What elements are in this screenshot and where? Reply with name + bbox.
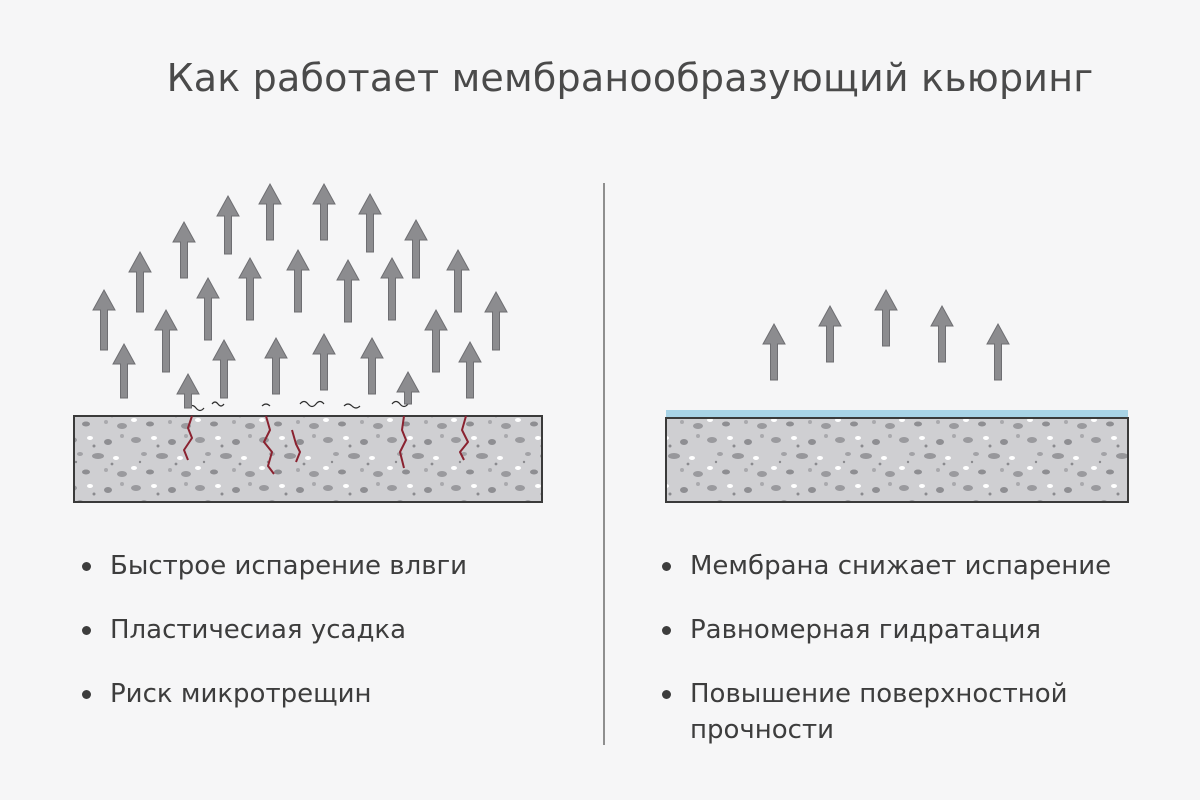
micro-cracks xyxy=(183,415,469,475)
up-arrow-icon xyxy=(92,288,116,351)
up-arrow-icon xyxy=(286,248,310,313)
list-item: Быстрое испарение влвги xyxy=(82,548,562,584)
bullet-dot xyxy=(662,626,671,635)
list-item: Мембрана снижает испарение xyxy=(662,548,1162,584)
bullet-dot xyxy=(662,562,671,571)
up-arrow-icon xyxy=(930,304,954,363)
bullet-dot xyxy=(82,626,91,635)
panel-divider xyxy=(603,183,605,745)
up-arrow-icon xyxy=(312,332,336,391)
up-arrow-icon xyxy=(484,290,508,351)
up-arrow-icon xyxy=(172,220,196,279)
list-item: Пластичесиая усадка xyxy=(82,612,562,648)
list-item: Равномерная гидратация xyxy=(662,612,1162,648)
bullet-dot xyxy=(82,690,91,699)
up-arrow-icon xyxy=(818,304,842,363)
up-arrow-icon xyxy=(196,276,220,341)
up-arrow-icon xyxy=(360,336,384,395)
up-arrow-icon xyxy=(264,336,288,395)
bullet-list-left: Быстрое испарение влвги Пластичесиая уса… xyxy=(82,548,562,740)
up-arrow-icon xyxy=(112,342,136,399)
up-arrow-icon xyxy=(216,194,240,255)
up-arrow-icon xyxy=(762,322,786,381)
up-arrow-icon xyxy=(986,322,1010,381)
up-arrow-icon xyxy=(154,308,178,373)
up-arrow-icon xyxy=(380,256,404,321)
up-arrow-icon xyxy=(404,218,428,279)
up-arrow-icon xyxy=(258,182,282,241)
up-arrow-icon xyxy=(238,256,262,321)
moisture-squiggles xyxy=(187,400,409,412)
up-arrow-icon xyxy=(874,288,898,347)
bullet-dot xyxy=(662,690,671,699)
up-arrow-icon xyxy=(446,248,470,313)
up-arrow-icon xyxy=(212,338,236,399)
bullet-list-right: Мембрана снижает испарение Равномерная г… xyxy=(662,548,1162,776)
up-arrow-icon xyxy=(458,340,482,399)
concrete-slab-right xyxy=(665,417,1129,503)
up-arrow-icon xyxy=(396,370,420,405)
up-arrow-icon xyxy=(312,182,336,241)
up-arrow-icon xyxy=(176,372,200,409)
list-item: Повышение поверхностной прочности xyxy=(662,676,1162,748)
page-title: Как работает мембранообразующий кьюринг xyxy=(166,56,1094,100)
up-arrow-icon xyxy=(358,192,382,253)
evaporation-arrows-right xyxy=(762,288,1010,381)
up-arrow-icon xyxy=(336,258,360,323)
bullet-dot xyxy=(82,562,91,571)
up-arrow-icon xyxy=(128,250,152,313)
up-arrow-icon xyxy=(424,308,448,373)
curing-membrane xyxy=(666,410,1128,417)
concrete-slab-left xyxy=(73,415,543,503)
evaporation-arrows-left xyxy=(92,182,508,409)
list-item: Риск микротрещин xyxy=(82,676,562,712)
